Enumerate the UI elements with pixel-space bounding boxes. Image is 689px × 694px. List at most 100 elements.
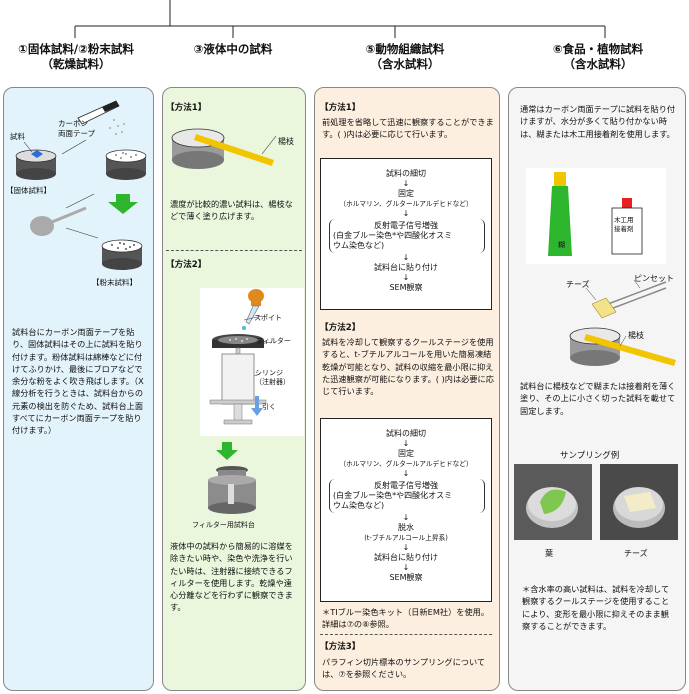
solid-sample-caption: 【固体試料】 — [6, 186, 51, 195]
animal-method3-description: パラフィン切片標本のサンプリングについては、⑦を参照ください。 — [322, 657, 486, 680]
liquid-divider — [166, 250, 302, 251]
flow2-step-sem: SEM観察 — [389, 573, 423, 582]
flow1-step-signal-sub2: ウム染色など) — [333, 241, 385, 250]
wood-glue-label: 木工用 接着剤 — [614, 216, 634, 233]
animal-flow2-box: 試料の細切 ↓ 固定 （ホルマリン、グルタールアルデヒドなど） ↓ 反射電子信号… — [320, 418, 492, 602]
flow2-step-signal-sub2: ウム染色など) — [333, 501, 385, 510]
flow2-arrow-2: ↓ — [402, 469, 410, 478]
panel-solid-powder — [3, 87, 154, 691]
animal-method2-title: 【方法2】 — [320, 323, 361, 333]
flow1-step-mount: 試料台に貼り付け — [374, 263, 438, 272]
flow2-step-fix: 固定 — [398, 449, 414, 458]
filter-holder-caption: フィルター用試料台 — [192, 521, 255, 529]
syringe-label: シリンジ （注射器） — [255, 369, 290, 386]
flow2-arrow-3: ↓ — [402, 513, 410, 522]
flow2-bracket — [329, 479, 485, 513]
spatula-icon — [30, 206, 87, 236]
header-food: ⑥食品・植物試料 （含水試料） — [508, 42, 688, 72]
flow2-step-signal-sub1: (白金ブルー染色*や四酸化オスミ — [333, 491, 453, 500]
sampling-title: サンプリング例 — [560, 451, 620, 461]
flow2-step-dehydrate: 脱水 — [398, 523, 414, 532]
flow1-arrow-4: ↓ — [402, 273, 410, 282]
leaf-caption: 葉 — [545, 549, 553, 558]
header-animal-line1: ⑤動物組織試料 — [365, 42, 445, 56]
tweezers-label: ピンセット — [634, 274, 674, 283]
cheese-photo — [600, 464, 678, 540]
flow2-step-cut: 試料の細切 — [386, 429, 426, 438]
animal-method2-description: 試料を冷却して観察するクールステージを使用すると、t-ブチルアルコールを用いた簡… — [322, 337, 494, 397]
liquid-toothpick-label: 楊枝 — [278, 137, 294, 146]
liquid-method1-title: 【方法1】 — [166, 103, 207, 113]
cheese-caption: チーズ — [624, 549, 648, 558]
food-note: ＊含水率の高い試料は、試料を冷却して観察するクールステージを使用することにより、… — [522, 584, 670, 631]
powder-sample-caption: 【粉末試料】 — [92, 278, 137, 287]
cheese-piece-icon — [591, 297, 617, 319]
flow1-arrow-1: ↓ — [402, 179, 410, 188]
liquid-method1-description: 濃度が比較的濃い試料は、楊枝などで薄く塗り広げます。 — [170, 199, 293, 222]
powder-stub-icon — [105, 149, 147, 180]
animal-note: ＊TIブルー染色キット（日新EM社）を使用。詳細は⑦の⑧参照。 — [322, 607, 490, 630]
flow1-step-sem: SEM観察 — [389, 283, 423, 292]
solid-description: 試料台にカーボン両面テープを貼り、固体試料はその上に試料を貼り付けます。粉体試料… — [12, 327, 144, 436]
knife-icon — [77, 100, 120, 125]
glue-tube-icon — [548, 172, 572, 256]
cheese-label: チーズ — [566, 280, 590, 289]
flow2-arrow-4: ↓ — [402, 543, 410, 552]
food-glue-illustration — [526, 168, 666, 264]
header-solid-powder: ①固体試料/②粉末試料 （乾燥試料） — [0, 42, 152, 72]
header-animal-line2: （含水試料） — [370, 57, 440, 71]
solid-stub-icon — [15, 149, 57, 180]
connector-tree — [74, 0, 606, 38]
header-liquid-line1: ③液体中の試料 — [193, 42, 273, 56]
animal-method3-title: 【方法3】 — [320, 642, 361, 652]
filter-label: フィルター — [256, 337, 291, 345]
dropper-label: スポイト — [254, 314, 282, 322]
filter-holder-icon — [208, 466, 256, 514]
flow1-step-fix-sub: （ホルマリン、グルタールアルデヒドなど） — [339, 200, 473, 208]
header-solid-line1: ①固体試料/②粉末試料 — [18, 42, 134, 56]
flow1-step-signal: 反射電子信号増強 — [374, 221, 438, 230]
flow2-step-dehydrate-sub: (t-ブチルアルコール上昇系) — [364, 534, 448, 542]
header-animal: ⑤動物組織試料 （含水試料） — [312, 42, 498, 72]
green-arrow-icon — [108, 194, 138, 214]
carbon-tape-label: カーボン 両面テープ — [58, 119, 96, 138]
powder-result-stub-icon — [101, 239, 143, 270]
food-mount-illustration — [569, 279, 676, 366]
solid-illustration — [15, 100, 147, 270]
flow2-arrow-1: ↓ — [402, 439, 410, 448]
animal-divider — [320, 634, 492, 635]
leaf-photo — [514, 464, 592, 540]
filter-icon — [212, 334, 264, 348]
header-solid-line2: （乾燥試料） — [41, 57, 111, 71]
food-description-1: 通常はカーボン両面テープに試料を貼り付けますが、水分が多くて貼り付かない時は、糊… — [520, 104, 676, 139]
flow1-arrow-2: ↓ — [402, 209, 410, 218]
liquid-method2-description: 液体中の試料から簡易的に溶媒を除きたい時や、染色や洗浄を行いたい時は、注射器に接… — [170, 541, 293, 613]
header-food-line2: （含水試料） — [563, 57, 633, 71]
animal-method1-title: 【方法1】 — [320, 103, 361, 113]
header-food-line1: ⑥食品・植物試料 — [552, 42, 644, 56]
toothpick-icon — [194, 134, 274, 166]
flow1-bracket — [329, 219, 485, 253]
food-toothpick-icon — [584, 334, 676, 366]
sampling-photos — [514, 464, 678, 540]
header-liquid: ③液体中の試料 — [160, 42, 306, 57]
sample-label: 試料 — [10, 132, 25, 141]
animal-flow1-box: 試料の細切 ↓ 固定 （ホルマリン、グルタールアルデヒドなど） ↓ 反射電子信号… — [320, 158, 492, 310]
flow1-arrow-3: ↓ — [402, 253, 410, 262]
glue-label: 糊 — [558, 241, 565, 249]
flow2-step-fix-sub: （ホルマリン、グルタールアルデヒドなど） — [339, 460, 473, 468]
animal-method1-description: 前処理を省略して迅速に観察することができます。( )内は必要に応じて行います。 — [322, 117, 494, 140]
flow2-arrow-5: ↓ — [402, 563, 410, 572]
powder-sprinkle-icon — [109, 119, 125, 135]
liquid-method1-illustration — [171, 128, 277, 169]
flow1-step-fix: 固定 — [398, 189, 414, 198]
pull-arrow-icon — [251, 396, 263, 416]
flow2-step-mount: 試料台に貼り付け — [374, 553, 438, 562]
pull-label: 引く — [262, 403, 276, 411]
flow1-step-cut: 試料の細切 — [386, 169, 426, 178]
wood-glue-bottle-icon — [611, 198, 643, 255]
food-description-2: 試料台に楊枝などで糊または接着剤を薄く塗り、その上に小さく切った試料を載せて固定… — [520, 381, 676, 416]
syringe-icon — [209, 347, 267, 425]
flow2-step-signal: 反射電子信号増強 — [374, 481, 438, 490]
food-toothpick-label: 楊枝 — [628, 331, 644, 340]
